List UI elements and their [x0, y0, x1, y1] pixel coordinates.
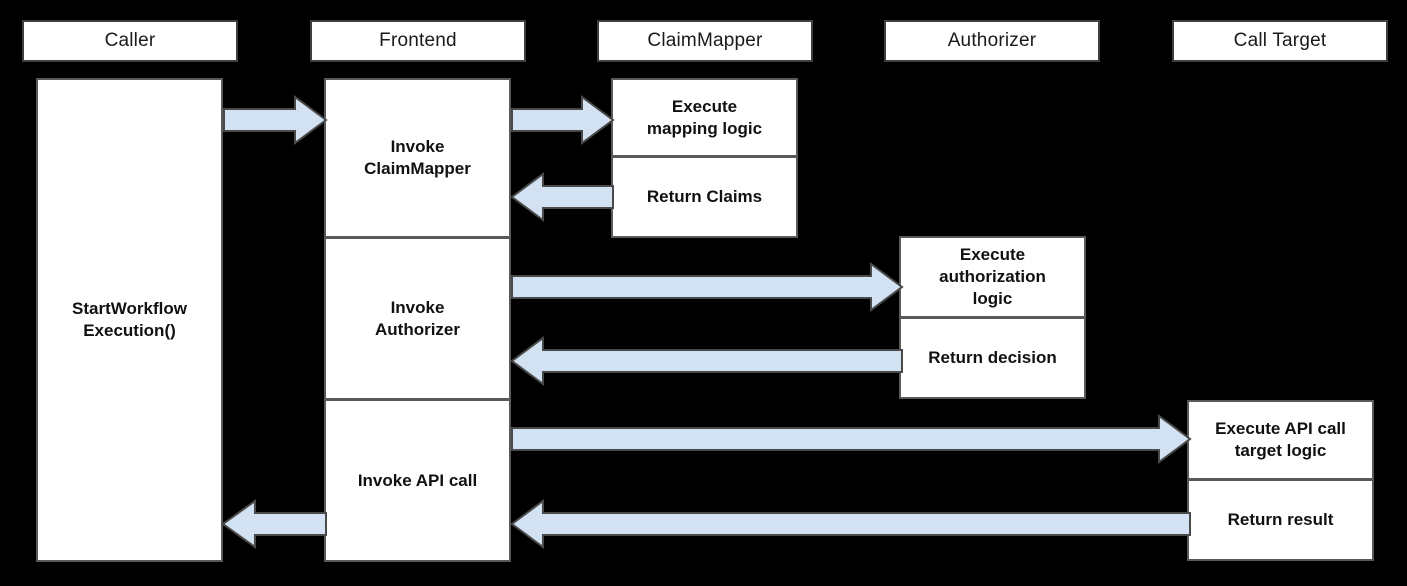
lifeline-header-claimmapper: ClaimMapper [597, 20, 813, 62]
activation-label: Invoke API call [357, 470, 478, 490]
activation-label: Execute authorization logic [939, 245, 1046, 308]
activation-label: Execute API call target logic [1215, 419, 1346, 460]
message-arrow-calltarget-to-frontend [510, 499, 1191, 549]
activation-label: Execute mapping logic [646, 96, 763, 138]
message-arrow-frontend-to-authorizer [511, 262, 904, 312]
activation-label: Invoke ClaimMapper [364, 137, 471, 178]
lifeline-label-frontend: Frontend [379, 30, 457, 51]
lifeline-label-calltarget: Call Target [1233, 30, 1327, 51]
message-arrow-claimmapper-to-frontend [510, 172, 614, 222]
activation-label: Return result [1227, 510, 1334, 530]
lifeline-label-caller: Caller [104, 30, 156, 51]
activation-label: StartWorkflow Execution() [72, 299, 187, 340]
message-arrow-frontend-to-calltarget [511, 414, 1192, 464]
activation-claimmapper-execute-mapping-logic: Execute mapping logic [611, 78, 798, 157]
activation-label: Return Claims [646, 187, 763, 207]
activation-authorizer-return-decision: Return decision [899, 317, 1086, 399]
activation-claimmapper-return-claims: Return Claims [611, 156, 798, 238]
lifeline-header-calltarget: Call Target [1172, 20, 1388, 62]
lifeline-header-authorizer: Authorizer [884, 20, 1100, 62]
message-arrow-authorizer-to-frontend [510, 336, 903, 386]
lifeline-label-claimmapper: ClaimMapper [647, 30, 763, 51]
lifeline-header-caller: Caller [22, 20, 238, 62]
activation-authorizer-execute-authorization-logic: Execute authorization logic [899, 236, 1086, 318]
activation-label: Return decision [928, 348, 1057, 368]
message-arrow-caller-to-frontend [223, 95, 328, 145]
activation-frontend-invoke-claimmapper: Invoke ClaimMapper [324, 78, 511, 238]
message-arrow-frontend-to-caller [221, 499, 327, 549]
lifeline-label-authorizer: Authorizer [947, 30, 1037, 51]
message-arrow-frontend-to-claimmapper [511, 95, 615, 145]
activation-calltarget-execute-api-call-target-logic: Execute API call target logic [1187, 400, 1374, 480]
activation-frontend-invoke-api-call: Invoke API call [324, 399, 511, 562]
activation-calltarget-return-result: Return result [1187, 479, 1374, 561]
activation-caller-start-workflow: StartWorkflow Execution() [36, 78, 223, 562]
activation-label: Invoke Authorizer [375, 297, 460, 339]
lifeline-header-frontend: Frontend [310, 20, 526, 62]
activation-frontend-invoke-authorizer: Invoke Authorizer [324, 237, 511, 400]
